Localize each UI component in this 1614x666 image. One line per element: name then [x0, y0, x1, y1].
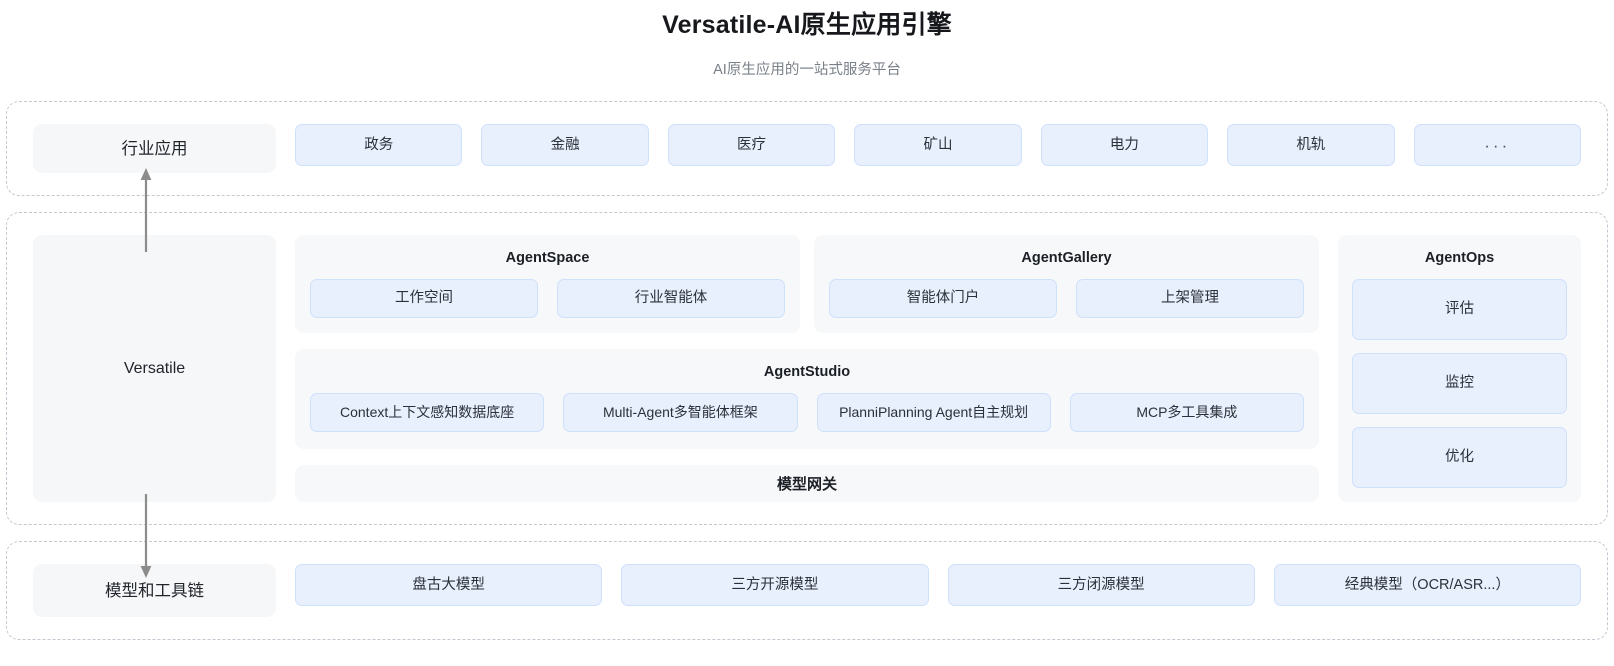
agentgallery-chip-listing-management[interactable]: 上架管理: [1076, 279, 1304, 318]
agentspace-chip-industry-agent[interactable]: 行业智能体: [557, 279, 785, 318]
industry-chip-row: 政务 金融 医疗 矿山 电力 机轨 ···: [295, 124, 1581, 173]
group-agentspace: AgentSpace 工作空间 行业智能体: [295, 235, 800, 333]
platform-top-row: AgentSpace 工作空间 行业智能体 AgentGallery 智能体门户…: [295, 235, 1319, 333]
agentops-chip-evaluation[interactable]: 评估: [1352, 279, 1567, 340]
model-chip-classic-models[interactable]: 经典模型（OCR/ASR...）: [1273, 564, 1581, 606]
industry-chip-government[interactable]: 政务: [295, 124, 463, 166]
agentstudio-chip-row: Context上下文感知数据底座 Multi-Agent多智能体框架 Plann…: [310, 393, 1304, 432]
agentstudio-chip-context-data[interactable]: Context上下文感知数据底座: [310, 393, 545, 432]
group-agentops: AgentOps 评估 监控 优化: [1338, 235, 1581, 502]
agentgallery-chip-agent-portal[interactable]: 智能体门户: [829, 279, 1057, 318]
industry-chip-mining[interactable]: 矿山: [854, 124, 1022, 166]
industry-layer-label-text: 行业应用: [121, 139, 188, 158]
industry-layer-label: 行业应用: [33, 124, 276, 173]
group-agentgallery: AgentGallery 智能体门户 上架管理: [814, 235, 1319, 333]
model-chip-pangu[interactable]: 盘古大模型: [295, 564, 603, 606]
industry-layer-section: 行业应用 政务 金融 医疗 矿山 电力 机轨 ···: [6, 101, 1608, 196]
page-header: Versatile-AI原生应用引擎 AI原生应用的一站式服务平台: [0, 0, 1614, 80]
group-agentspace-title: AgentSpace: [505, 250, 590, 266]
model-chip-row: 盘古大模型 三方开源模型 三方闭源模型 经典模型（OCR/ASR...）: [295, 564, 1581, 617]
industry-chip-more[interactable]: ···: [1413, 124, 1581, 166]
industry-chip-rail[interactable]: 机轨: [1227, 124, 1395, 166]
agentops-chip-optimization[interactable]: 优化: [1352, 427, 1567, 488]
agentspace-chip-row: 工作空间 行业智能体: [310, 279, 785, 318]
model-gateway-bar[interactable]: 模型网关: [295, 465, 1319, 502]
industry-chip-healthcare[interactable]: 医疗: [667, 124, 836, 166]
page-subtitle: AI原生应用的一站式服务平台: [713, 62, 901, 78]
agentspace-chip-workspace[interactable]: 工作空间: [310, 279, 538, 318]
page-title: Versatile-AI原生应用引擎: [662, 11, 952, 39]
platform-main-column: AgentSpace 工作空间 行业智能体 AgentGallery 智能体门户…: [295, 235, 1319, 502]
model-chip-third-party-closed-source[interactable]: 三方闭源模型: [947, 564, 1255, 606]
platform-layer-label: Versatile: [33, 235, 276, 502]
group-agentops-title: AgentOps: [1424, 250, 1495, 266]
agentstudio-chip-multi-agent[interactable]: Multi-Agent多智能体框架: [563, 393, 798, 432]
group-agentgallery-title: AgentGallery: [1021, 250, 1112, 266]
model-layer-section: 模型和工具链 盘古大模型 三方开源模型 三方闭源模型 经典模型（OCR/ASR.…: [6, 541, 1608, 640]
agentstudio-chip-mcp-tools[interactable]: MCP多工具集成: [1069, 393, 1304, 432]
model-layer-label-text: 模型和工具链: [105, 581, 204, 600]
industry-chip-power[interactable]: 电力: [1040, 124, 1209, 166]
platform-layer-label-text: Versatile: [123, 359, 186, 377]
platform-layer-section: Versatile AgentSpace 工作空间 行业智能体 AgentGal…: [6, 212, 1608, 525]
model-chip-third-party-open-source[interactable]: 三方开源模型: [621, 564, 929, 606]
group-agentstudio-title: AgentStudio: [763, 364, 851, 380]
agentgallery-chip-row: 智能体门户 上架管理: [829, 279, 1304, 318]
model-layer-label: 模型和工具链: [33, 564, 276, 617]
group-agentstudio: AgentStudio Context上下文感知数据底座 Multi-Agent…: [295, 349, 1319, 449]
agentops-chip-stack: 评估 监控 优化: [1352, 279, 1567, 488]
agentstudio-chip-planning-agent[interactable]: PlanniPlanning Agent自主规划: [816, 393, 1051, 432]
industry-chip-finance[interactable]: 金融: [481, 124, 649, 166]
agentops-chip-monitoring[interactable]: 监控: [1352, 353, 1567, 414]
